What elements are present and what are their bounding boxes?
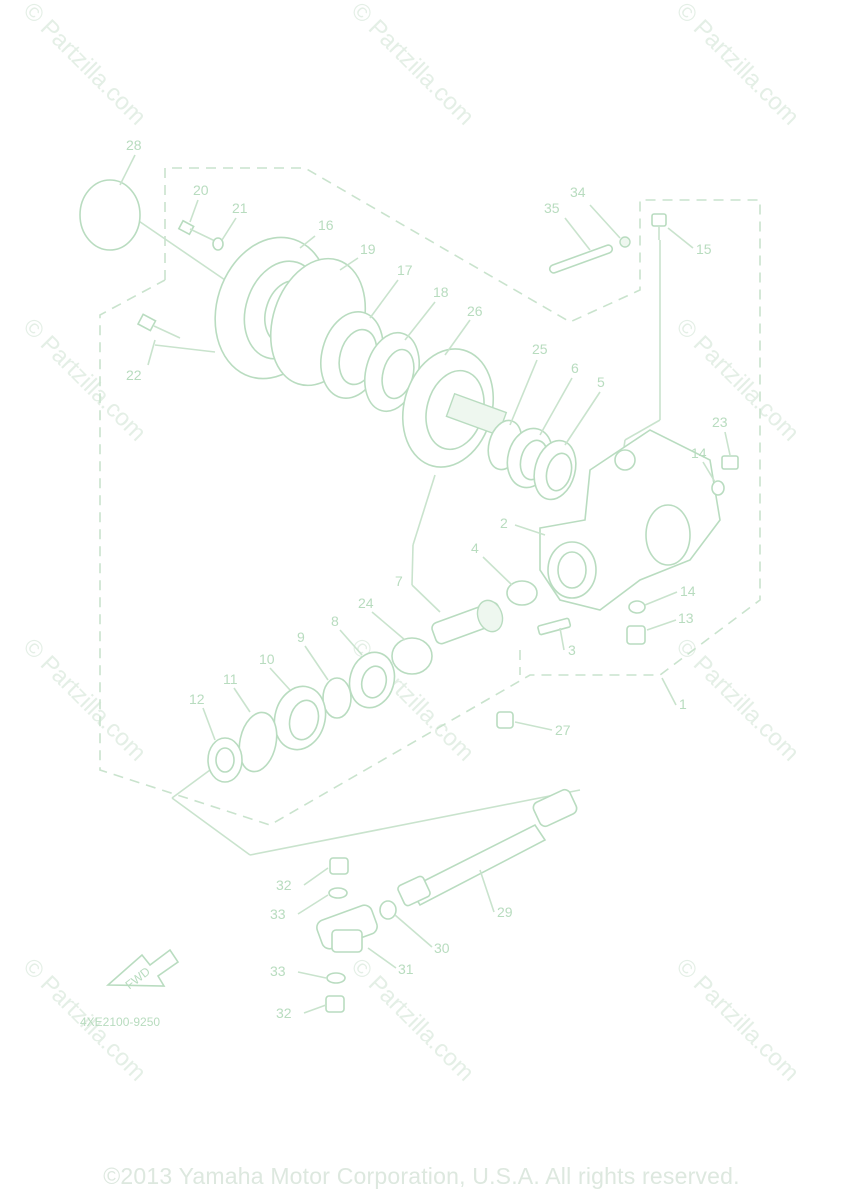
washer [212,237,224,251]
callout-18: 18 [433,284,449,300]
callout-1: 1 [679,696,687,712]
o-ring-large [79,179,141,251]
callout-28: 28 [126,137,142,153]
universal-joint [316,904,378,953]
drive-shaft [397,788,578,907]
gasket [711,480,725,496]
callout-17: 17 [397,262,413,278]
callout-2: 2 [500,515,508,531]
callout-32: 32 [276,1005,292,1021]
callout-5: 5 [597,374,605,390]
forward-arrow-icon: FWD [105,948,180,992]
callout-16: 16 [318,217,334,233]
bearing [506,580,538,606]
grease-fitting [619,236,631,248]
bearing-cup [325,995,345,1013]
callout-33: 33 [270,906,286,922]
o-ring [238,711,278,773]
drain-plug [721,455,739,470]
callout-7: 7 [395,573,403,589]
callout-14: 14 [691,445,707,461]
callout-33: 33 [270,963,286,979]
watermark: © Partzilla.com [18,0,151,131]
callout-22: 22 [126,367,142,383]
callout-9: 9 [297,629,305,645]
leader-lines [129,214,661,856]
bearing-cup [329,857,349,875]
callout-31: 31 [398,961,414,977]
stud-bolt [537,617,572,636]
callout-29: 29 [497,904,513,920]
oil-seal [533,439,577,501]
callout-19: 19 [360,241,376,257]
circlip [326,972,346,984]
collar [322,677,352,719]
callout-12: 12 [189,691,205,707]
callout-24: 24 [358,595,374,611]
callout-leaders [119,154,731,1014]
callout-8: 8 [331,613,339,629]
watermark: © Partzilla.com [671,0,804,131]
final-gear-case [539,429,721,611]
pin [548,244,614,274]
watermark: © Partzilla.com [671,953,804,1086]
watermark: © Partzilla.com [346,0,479,131]
callout-23: 23 [712,414,728,430]
circlip [379,900,397,920]
bolt [177,219,216,242]
callout-11: 11 [223,671,238,687]
callout-6: 6 [571,360,579,376]
nut [496,711,514,729]
callout-15: 15 [696,241,712,257]
callout-4: 4 [471,540,479,556]
copyright-notice: ©2013 Yamaha Motor Corporation, U.S.A. A… [103,1163,740,1189]
gasket [628,600,646,614]
ring-gear [401,348,508,468]
callouts: 28 20 21 16 19 17 18 26 22 25 6 5 34 35 … [126,137,728,1021]
oil-seal [207,737,243,783]
callout-30: 30 [434,940,450,956]
drive-pinion-gear [431,599,504,645]
group-outlines [99,167,761,826]
bearing-retainer [273,685,327,751]
callout-10: 10 [259,651,275,667]
watermark: © Partzilla.com [18,633,151,766]
callout-20: 20 [193,182,209,198]
bolt [136,313,181,339]
callout-14: 14 [680,583,696,599]
callout-25: 25 [532,341,548,357]
callout-27: 27 [555,722,571,738]
breather-fitting [651,213,667,240]
callout-32: 32 [276,877,292,893]
drain-plug [626,625,646,645]
diagram-code: 4XE2100-9250 [80,1015,160,1029]
callout-34: 34 [570,184,586,200]
watermark: © Partzilla.com [671,633,804,766]
watermark: © Partzilla.com [671,313,804,446]
circlip [328,887,348,899]
callout-35: 35 [544,200,560,216]
callout-21: 21 [232,200,248,216]
bearing [348,651,396,709]
callout-3: 3 [568,642,576,658]
o-ring [391,637,433,675]
callout-13: 13 [678,610,694,626]
callout-26: 26 [467,303,483,319]
